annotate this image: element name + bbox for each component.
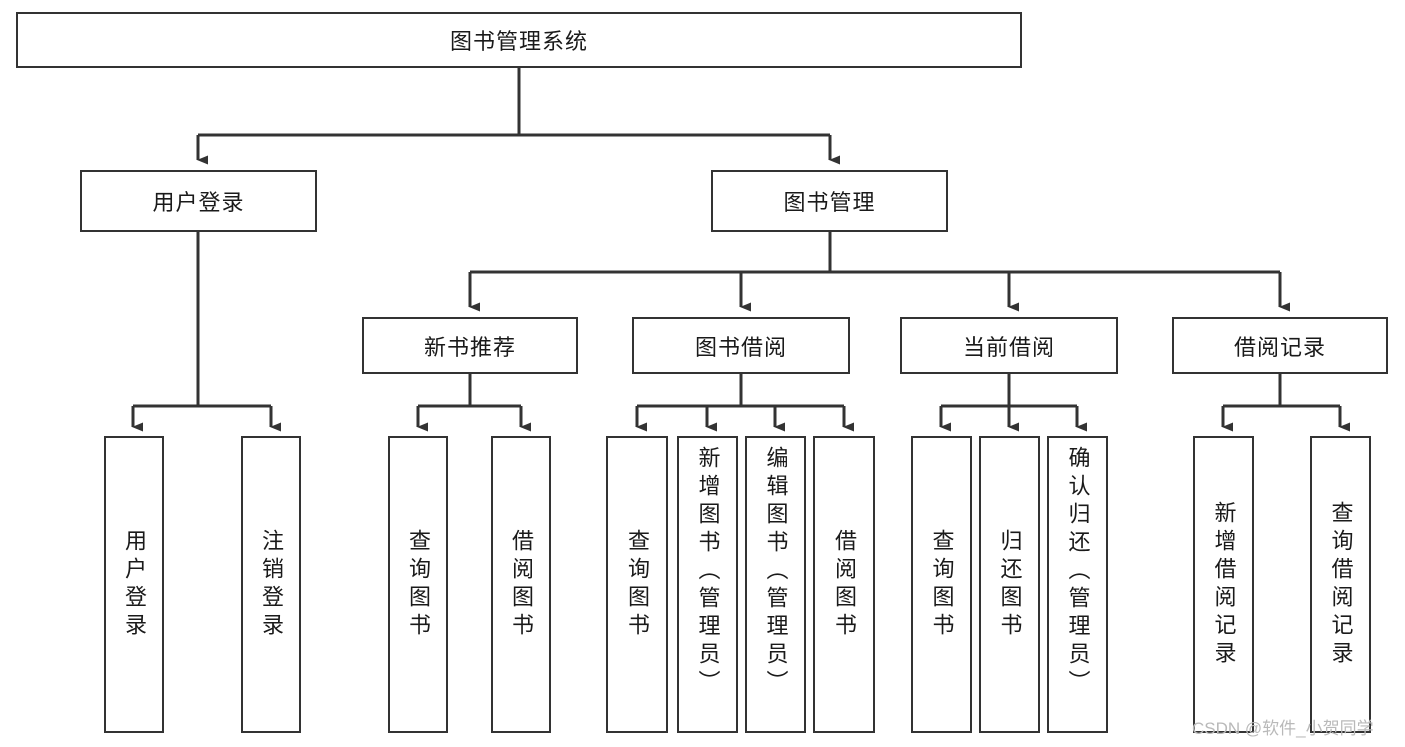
node-leaf-confirm-return-admin[interactable]: 确认归还（管理员） [1047, 436, 1108, 733]
node-label: 借阅记录 [1233, 334, 1326, 360]
node-label: 查询借阅记录 [1328, 500, 1354, 669]
node-label: 归还图书 [997, 528, 1023, 641]
node-label: 用户登录 [122, 528, 147, 641]
node-new-book-recommendation[interactable]: 新书推荐 [362, 317, 578, 374]
node-leaf-logout[interactable]: 注销登录 [241, 436, 301, 733]
node-label: 编辑图书（管理员） [763, 446, 789, 698]
node-label: 借阅图书 [832, 528, 857, 641]
node-label: 查询图书 [406, 528, 431, 641]
node-leaf-borrow-book[interactable]: 借阅图书 [813, 436, 875, 733]
node-label: 图书借阅 [694, 334, 787, 360]
node-book-borrowing[interactable]: 图书借阅 [632, 317, 850, 374]
node-label: 图书管理系统 [449, 29, 588, 54]
node-label: 查询图书 [625, 528, 650, 641]
node-book-management[interactable]: 图书管理 [711, 170, 948, 232]
node-leaf-user-login[interactable]: 用户登录 [104, 436, 164, 733]
node-label: 借阅图书 [509, 528, 534, 641]
node-root-book-management-system[interactable]: 图书管理系统 [16, 12, 1022, 68]
node-leaf-edit-book-admin[interactable]: 编辑图书（管理员） [745, 436, 806, 733]
node-leaf-add-book-admin[interactable]: 新增图书（管理员） [677, 436, 738, 733]
node-leaf-return-book[interactable]: 归还图书 [979, 436, 1040, 733]
node-label: 新增借阅记录 [1211, 500, 1237, 669]
node-leaf-borrow-book-recommend[interactable]: 借阅图书 [491, 436, 551, 733]
node-label: 查询图书 [929, 528, 955, 641]
node-label: 新增图书（管理员） [695, 446, 721, 698]
node-label: 图书管理 [783, 190, 876, 215]
csdn-watermark: CSDN @软件_小贺同学 [1192, 719, 1374, 738]
node-leaf-query-book-current[interactable]: 查询图书 [911, 436, 972, 733]
node-label: 用户登录 [152, 190, 245, 215]
node-borrowing-records[interactable]: 借阅记录 [1172, 317, 1388, 374]
node-current-borrowing[interactable]: 当前借阅 [900, 317, 1118, 374]
node-leaf-query-book-borrow[interactable]: 查询图书 [606, 436, 668, 733]
node-user-login[interactable]: 用户登录 [80, 170, 317, 232]
node-label: 新书推荐 [423, 334, 516, 360]
node-leaf-query-book-recommend[interactable]: 查询图书 [388, 436, 448, 733]
node-leaf-query-borrow-record[interactable]: 查询借阅记录 [1310, 436, 1371, 733]
node-label: 当前借阅 [962, 334, 1055, 360]
node-label: 确认归还（管理员） [1065, 446, 1091, 698]
node-label: 注销登录 [259, 528, 284, 641]
node-leaf-add-borrow-record[interactable]: 新增借阅记录 [1193, 436, 1254, 733]
